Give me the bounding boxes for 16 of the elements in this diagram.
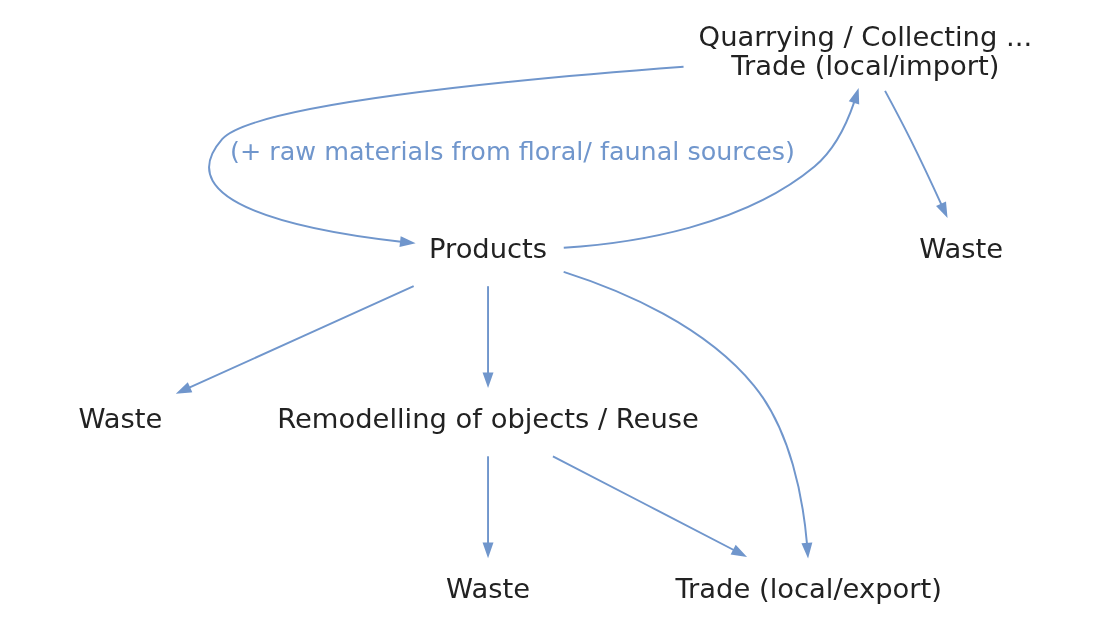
node-text: Trade (local/export) [675, 573, 942, 605]
arrow [551, 455, 748, 557]
arrow [482, 455, 494, 559]
arrow [208, 65, 685, 248]
arrow [562, 87, 860, 249]
node-text: Quarrying / Collecting ... Trade (local/import) [698, 20, 1033, 82]
arrow [562, 270, 813, 559]
arrow [482, 285, 494, 389]
node-text: Products [428, 232, 548, 264]
node-text: Waste [919, 232, 1004, 264]
arrow [175, 285, 415, 394]
node-text: Waste [446, 573, 530, 605]
node-text: Waste [78, 402, 163, 434]
node-text: Remodelling of objects / Reuse [277, 402, 699, 434]
edge-label: (+ raw materials from floral/ faunal sources) [230, 135, 795, 166]
arrow [884, 89, 948, 219]
